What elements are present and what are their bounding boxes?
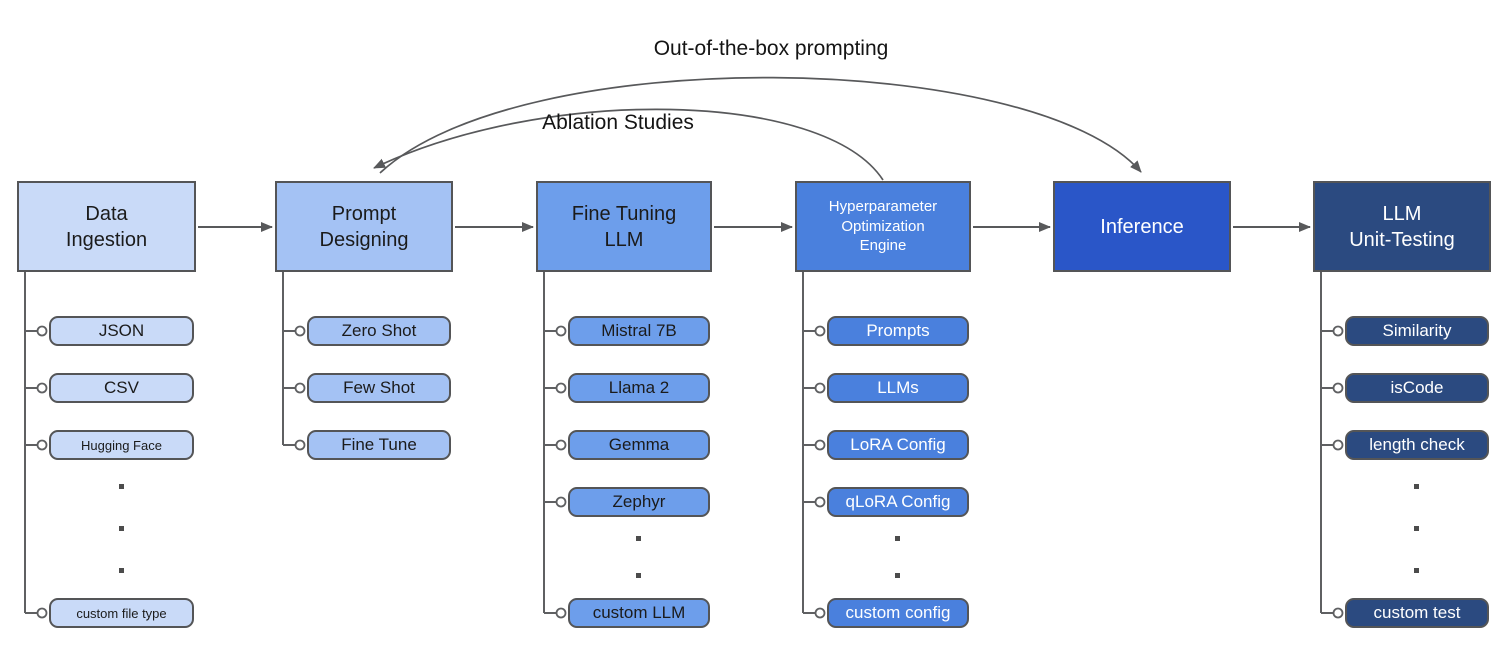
ellipsis-dot [1414, 484, 1419, 489]
ellipsis-dot [636, 536, 641, 541]
node-inference: Inference [1053, 181, 1231, 272]
node-llm-unit-testing-child-label: custom test [1373, 603, 1461, 622]
node-llm-unit-testing-title-line: Unit-Testing [1349, 228, 1455, 251]
tree-joint-prompt-designing [294, 325, 306, 337]
node-llm-unit-testing-child-label: isCode [1390, 378, 1444, 397]
node-fine-tuning-llm-title-line: Fine Tuning [571, 202, 677, 225]
node-llm-unit-testing-child: custom test [1345, 598, 1489, 628]
tree-joint-data-ingestion [36, 439, 48, 451]
node-prompt-designing-child: Few Shot [307, 373, 451, 403]
node-hyperparameter-optimization-engine-child: custom config [827, 598, 969, 628]
node-fine-tuning-llm-child-label: Llama 2 [608, 378, 670, 397]
ellipsis-dot [1414, 526, 1419, 531]
ellipsis-dot [118, 484, 124, 489]
curved-arrow-out-of-the-box-prompting [379, 76, 1142, 174]
node-llm-unit-testing-child-label: length check [1369, 435, 1465, 454]
ellipsis-dot [636, 573, 641, 578]
tree-joint-hyperparameter-optimization-engine [814, 439, 826, 451]
node-prompt-designing-title-line: Prompt [331, 202, 397, 225]
node-data-ingestion-title-line: Data [85, 202, 128, 225]
node-hyperparameter-optimization-engine-child-label: LLMs [877, 378, 919, 397]
tree-joint-hyperparameter-optimization-engine [814, 607, 826, 619]
node-hyperparameter-optimization-engine-title-line: Engine [859, 237, 907, 255]
tree-joint-hyperparameter-optimization-engine [814, 382, 826, 394]
tree-joint-data-ingestion [36, 382, 48, 394]
tree-joint-hyperparameter-optimization-engine [814, 496, 826, 508]
node-data-ingestion-child: Hugging Face [49, 430, 194, 460]
node-fine-tuning-llm-title-line: LLM [604, 228, 644, 251]
node-data-ingestion-child: CSV [49, 373, 194, 403]
node-prompt-designing-child: Fine Tune [307, 430, 451, 460]
node-hyperparameter-optimization-engine-child-label: LoRA Config [850, 435, 946, 454]
node-hyperparameter-optimization-engine-title-line: Optimization [841, 217, 925, 235]
node-hyperparameter-optimization-engine-child: LoRA Config [827, 430, 969, 460]
node-fine-tuning-llm-child-label: Mistral 7B [601, 321, 677, 340]
node-fine-tuning-llm-child: Llama 2 [568, 373, 710, 403]
ellipsis-dot [895, 573, 900, 578]
node-fine-tuning-llm-child: Zephyr [568, 487, 710, 517]
node-data-ingestion-child-label: JSON [98, 321, 145, 340]
ellipsis-dot [118, 568, 124, 573]
node-hyperparameter-optimization-engine-child-label: custom config [845, 603, 951, 622]
tree-joint-llm-unit-testing [1332, 382, 1344, 394]
node-prompt-designing-child-label: Zero Shot [341, 321, 417, 340]
node-prompt-designing-child: Zero Shot [307, 316, 451, 346]
node-hyperparameter-optimization-engine-child: LLMs [827, 373, 969, 403]
node-data-ingestion-child-label: custom file type [76, 605, 167, 621]
node-llm-unit-testing-child: isCode [1345, 373, 1489, 403]
ellipsis-dot [895, 536, 900, 541]
curved-arrow-ablation-studies [373, 108, 884, 181]
node-fine-tuning-llm-child: custom LLM [568, 598, 710, 628]
node-llm-unit-testing-title-line: LLM [1382, 202, 1422, 225]
tree-joint-fine-tuning-llm [555, 325, 567, 337]
node-prompt-designing-child-label: Fine Tune [341, 435, 417, 454]
tree-joint-hyperparameter-optimization-engine [814, 325, 826, 337]
tree-joint-llm-unit-testing [1332, 325, 1344, 337]
node-data-ingestion-child-label: CSV [104, 378, 139, 397]
node-fine-tuning-llm-child-label: custom LLM [592, 603, 686, 622]
node-llm-unit-testing: LLM Unit-Testing [1313, 181, 1491, 272]
node-inference-title-line: Inference [1100, 215, 1184, 238]
node-llm-unit-testing-child-label: Similarity [1382, 321, 1452, 340]
tree-joint-llm-unit-testing [1332, 607, 1344, 619]
node-llm-unit-testing-child: length check [1345, 430, 1489, 460]
node-fine-tuning-llm-child: Mistral 7B [568, 316, 710, 346]
tree-joint-prompt-designing [294, 382, 306, 394]
node-data-ingestion-child: custom file type [49, 598, 194, 628]
ablation-studies-label: Ablation Studies [542, 111, 694, 134]
node-hyperparameter-optimization-engine-title-line: Hyperparameter [828, 198, 938, 216]
node-data-ingestion-child-label: Hugging Face [81, 437, 162, 453]
out-of-the-box-prompting-label: Out-of-the-box prompting [653, 37, 889, 60]
tree-joint-prompt-designing [294, 439, 306, 451]
tree-joint-fine-tuning-llm [555, 607, 567, 619]
node-hyperparameter-optimization-engine-child: Prompts [827, 316, 969, 346]
node-data-ingestion-child: JSON [49, 316, 194, 346]
tree-joint-data-ingestion [36, 607, 48, 619]
tree-joint-fine-tuning-llm [555, 382, 567, 394]
ellipsis-dot [118, 526, 124, 531]
node-prompt-designing-title-line: Designing [319, 228, 409, 251]
node-llm-unit-testing-child: Similarity [1345, 316, 1489, 346]
node-hyperparameter-optimization-engine-child: qLoRA Config [827, 487, 969, 517]
tree-joint-fine-tuning-llm [555, 439, 567, 451]
node-fine-tuning-llm-child-label: Gemma [608, 435, 670, 454]
tree-joint-llm-unit-testing [1332, 439, 1344, 451]
node-fine-tuning-llm-child-label: Zephyr [612, 492, 666, 511]
tree-joint-fine-tuning-llm [555, 496, 567, 508]
node-hyperparameter-optimization-engine-child-label: Prompts [866, 321, 930, 340]
tree-joint-data-ingestion [36, 325, 48, 337]
ellipsis-dot [1414, 568, 1419, 573]
node-hyperparameter-optimization-engine-child-label: qLoRA Config [845, 492, 951, 511]
node-data-ingestion-title-line: Ingestion [65, 228, 148, 251]
node-prompt-designing-child-label: Few Shot [343, 378, 415, 397]
node-fine-tuning-llm-child: Gemma [568, 430, 710, 460]
